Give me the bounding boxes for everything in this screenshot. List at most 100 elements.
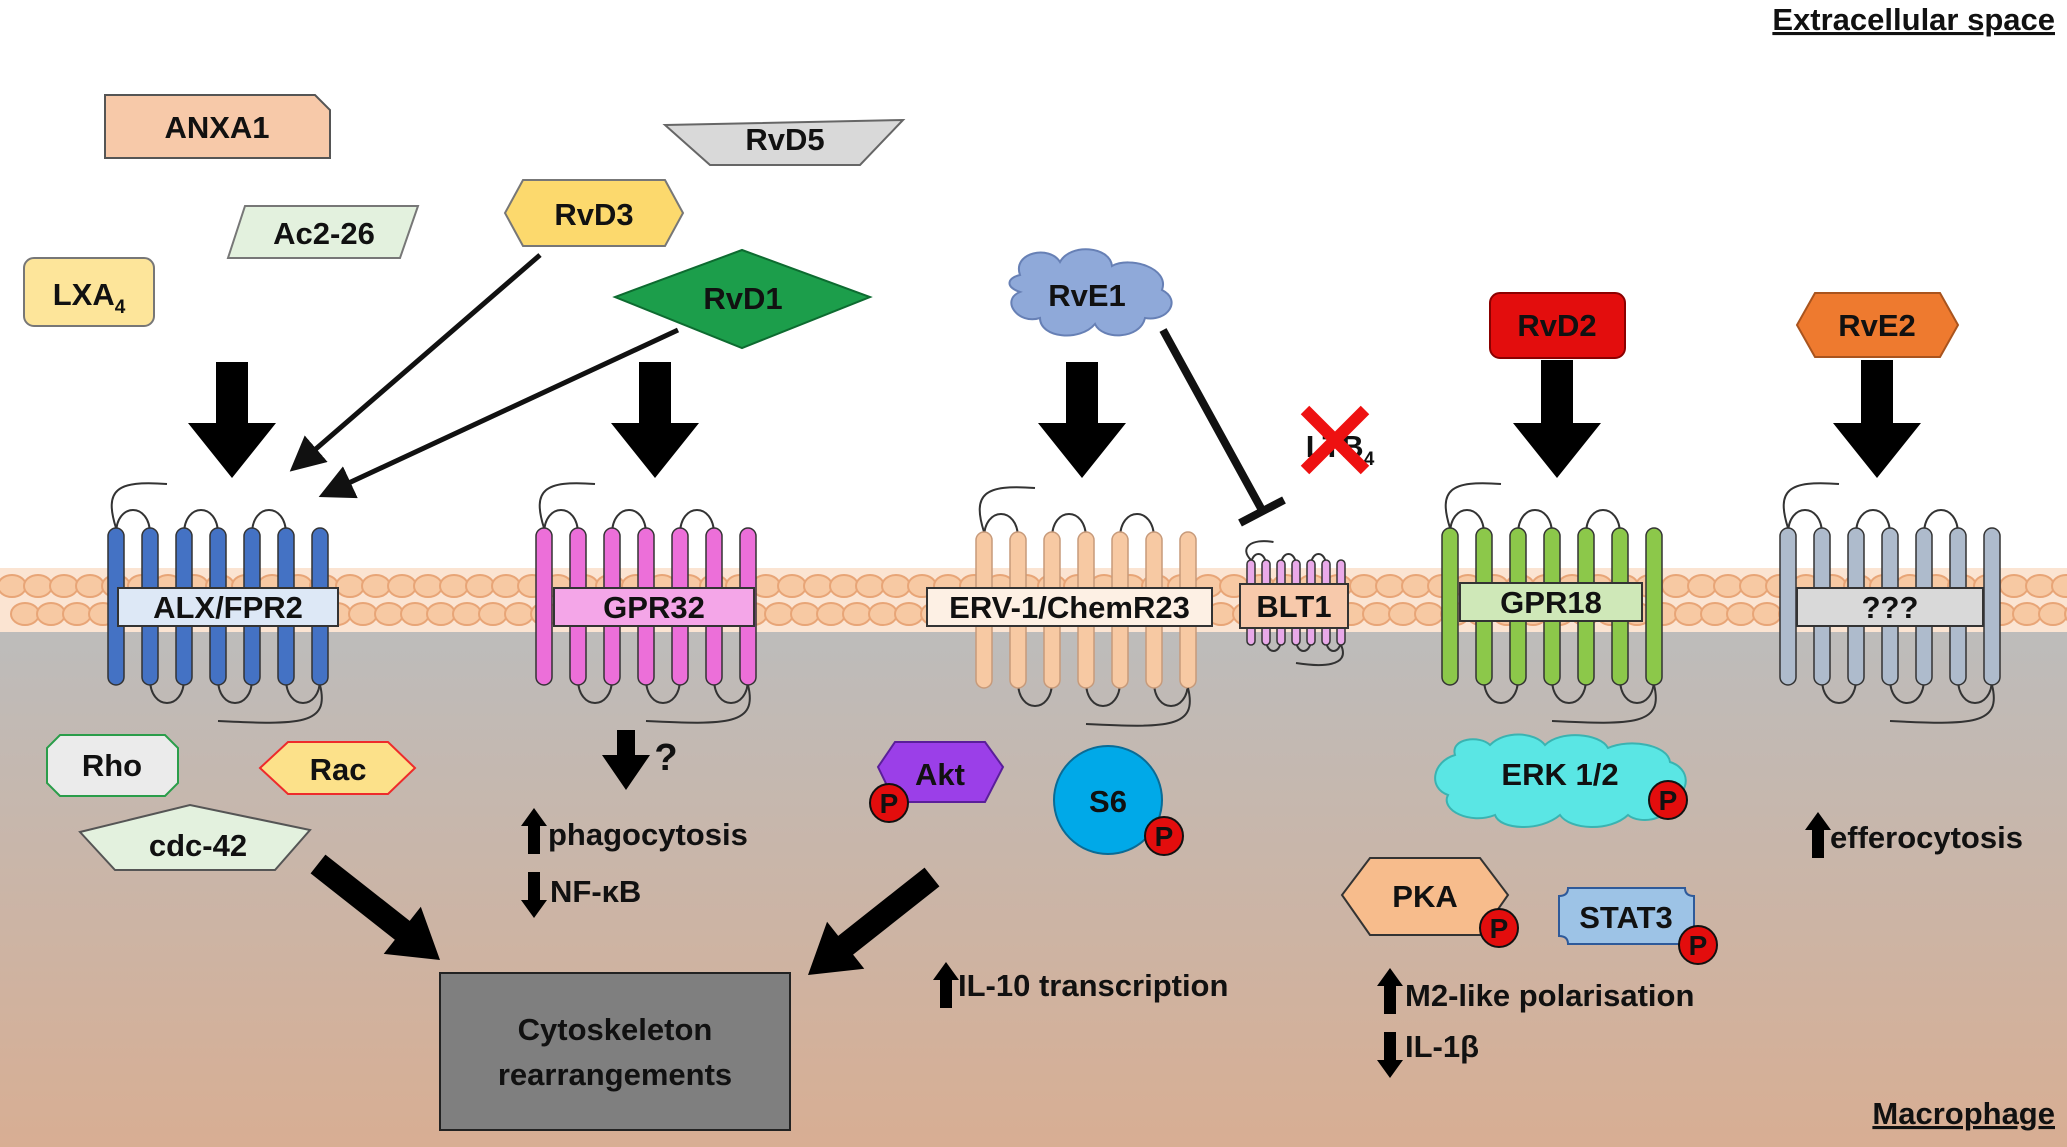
receptor-loop <box>1957 678 1993 704</box>
lipid-head <box>374 602 404 626</box>
rac-label: Rac <box>310 752 367 787</box>
rho-label: Rho <box>82 748 142 783</box>
gpr32-activation-arrow <box>611 362 699 478</box>
lipid-head <box>426 602 456 626</box>
receptor-loop <box>1483 678 1519 704</box>
cytoplasm-region <box>0 632 2067 1147</box>
lipid-head <box>1999 574 2029 598</box>
receptor-c-tail <box>1889 684 1995 724</box>
receptor-loop <box>679 509 715 535</box>
lipid-head <box>829 574 859 598</box>
rvd5-ligand: RvD5 <box>662 118 906 166</box>
receptor-loop <box>1449 509 1485 535</box>
gpr18-activation-arrow <box>1513 360 1601 478</box>
lipid-head <box>894 602 924 626</box>
lipid-head <box>23 574 53 598</box>
receptor-loop <box>611 509 647 535</box>
rvd2-ligand: RvD2 <box>1489 292 1626 359</box>
lipid-head <box>855 574 885 598</box>
receptor-loop <box>645 678 681 704</box>
lipid-head <box>361 574 391 598</box>
receptor-c-tail <box>1085 687 1191 727</box>
macrophage-label: Macrophage <box>1872 1096 2055 1131</box>
il1b-text: IL-1β <box>1405 1029 1479 1064</box>
lipid-head <box>504 602 534 626</box>
blt1-receptor: BLT1 <box>1239 540 1349 666</box>
phospho-label: P <box>880 788 899 819</box>
lipid-head <box>1375 574 1405 598</box>
lipid-head <box>62 602 92 626</box>
activation-arrows <box>188 360 1921 975</box>
receptor-loop <box>251 509 287 535</box>
rvd3-label: RvD3 <box>554 197 633 232</box>
unknown-label: ??? <box>1862 590 1919 625</box>
receptor-loop <box>1787 509 1823 535</box>
receptor-loop <box>1085 681 1121 707</box>
rho-rac-to-cytoskeleton-arrow <box>310 854 440 960</box>
receptor-loop <box>1855 509 1891 535</box>
receptor-loop <box>115 509 151 535</box>
extracellular-label: Extracellular space <box>1772 2 2055 37</box>
gpr32-label-box <box>553 587 755 627</box>
alx-receptor: ALX/FPR2 <box>107 482 339 724</box>
rho-effector: Rho <box>46 734 179 797</box>
receptor-n-tail <box>1444 482 1502 529</box>
lipid-head <box>2051 574 2067 598</box>
rac-effector: Rac <box>258 741 417 795</box>
s6-label: S6 <box>1089 784 1127 819</box>
cytoskeleton-box: Cytoskeleton rearrangements <box>439 972 791 1131</box>
phospho-circle <box>869 783 909 823</box>
gpr32-downstream-arrow <box>602 730 650 790</box>
ltb4-ligand: LTB4 <box>1300 405 1375 475</box>
stat3-effector: STAT3 <box>1558 887 1695 945</box>
lipid-head <box>1362 602 1392 626</box>
lipid-head <box>465 574 495 598</box>
receptor-loop <box>1517 509 1553 535</box>
alx-label-box <box>117 587 339 627</box>
unknown-receptor: ??? <box>1779 482 2001 724</box>
akt-label: Akt <box>915 757 965 792</box>
rvd3-to-alx-arrow <box>289 253 542 472</box>
transmembrane-helix <box>1441 527 1459 686</box>
ltb4-cross-b <box>1300 405 1370 475</box>
receptor-loop <box>1889 678 1925 704</box>
lipid-head <box>881 574 911 598</box>
phospho-label: P <box>1155 821 1174 852</box>
receptor-c-tail <box>1295 644 1344 666</box>
phospho-circle <box>1648 780 1688 820</box>
m2-up-arrow <box>1377 968 1403 1014</box>
cdc42-effector: cdc-42 <box>78 803 312 871</box>
phospho-circle <box>1144 816 1184 856</box>
rvd1-label: RvD1 <box>703 281 782 316</box>
lipid-head <box>387 574 417 598</box>
lipid-head <box>1349 574 1379 598</box>
lipid-head <box>803 574 833 598</box>
rve1-label: RvE1 <box>1048 278 1126 313</box>
alx-label: ALX/FPR2 <box>153 590 303 625</box>
s6-effector: S6 <box>1053 745 1163 855</box>
lipid-head <box>478 602 508 626</box>
lipid-head <box>1414 602 1444 626</box>
lipid-head <box>1661 574 1691 598</box>
lipid-head <box>335 574 365 598</box>
lipid-head <box>1401 574 1431 598</box>
lipid-head <box>2025 574 2055 598</box>
lipid-head <box>790 602 820 626</box>
lipid-head <box>1752 602 1782 626</box>
alx-activation-arrow <box>188 362 276 478</box>
receptor-n-tail <box>538 482 596 529</box>
lipid-head <box>348 602 378 626</box>
receptor-loop <box>543 509 579 535</box>
receptor-loop <box>1119 513 1155 539</box>
gpr18-label: GPR18 <box>1500 585 1602 620</box>
lipid-head <box>1687 574 1717 598</box>
lipid-head <box>764 602 794 626</box>
anxa1-label: ANXA1 <box>164 110 269 145</box>
cytoskeleton-line1: Cytoskeleton <box>518 1012 713 1047</box>
lipid-head <box>10 602 40 626</box>
rve2-ligand: RvE2 <box>1795 292 1960 358</box>
lipid-head <box>777 574 807 598</box>
